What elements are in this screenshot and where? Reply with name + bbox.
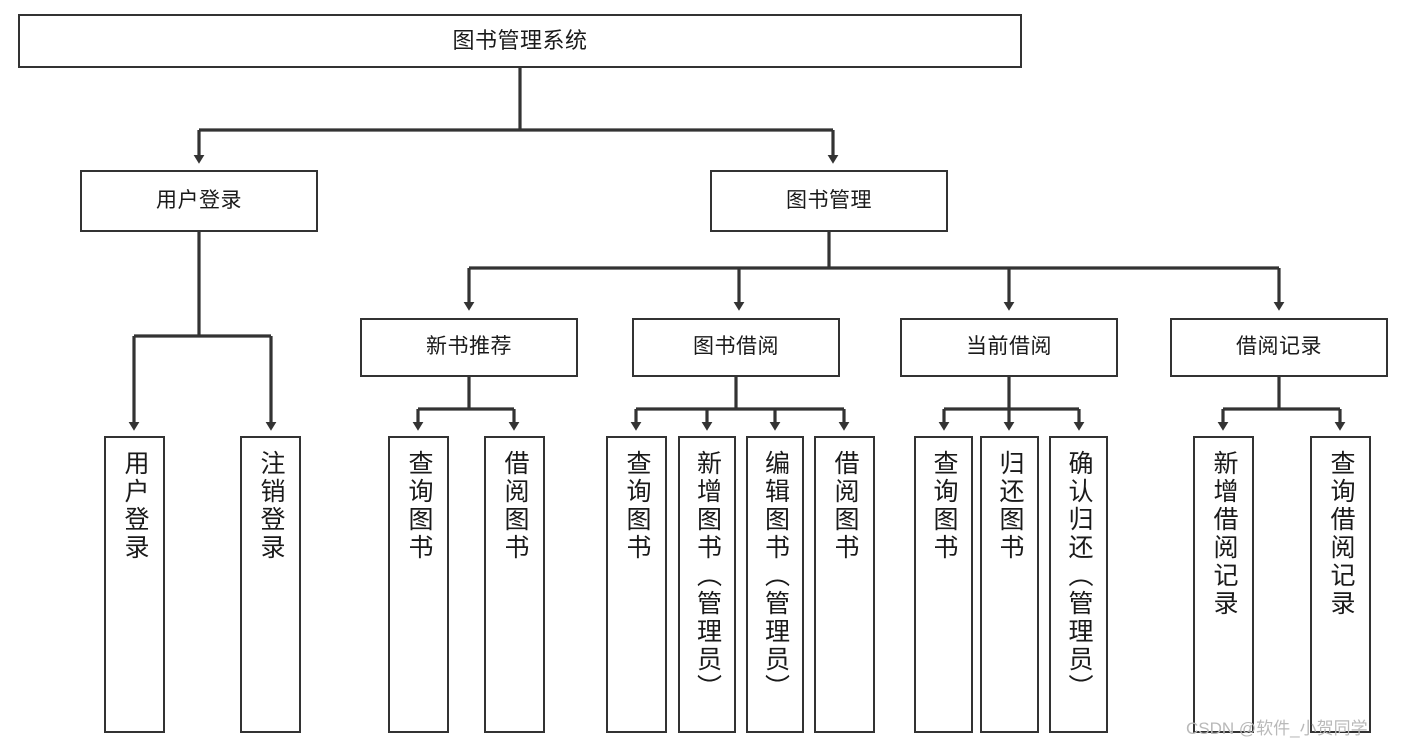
node-label: 借阅记录 bbox=[1236, 335, 1322, 359]
node-label: 用户登录 bbox=[121, 450, 149, 562]
node-label: 注销登录 bbox=[257, 450, 285, 562]
node-current-borrow[interactable]: 当前借阅 bbox=[900, 318, 1118, 377]
leaf-edit-book-admin[interactable]: 编辑图书（管理员） bbox=[746, 436, 804, 733]
node-book-management[interactable]: 图书管理 bbox=[710, 170, 948, 232]
leaf-borrow-book-recommendation[interactable]: 借阅图书 bbox=[484, 436, 545, 733]
node-label: 查询图书 bbox=[405, 450, 433, 562]
node-label: 编辑图书（管理员） bbox=[761, 450, 790, 702]
leaf-query-borrow-record[interactable]: 查询借阅记录 bbox=[1310, 436, 1371, 733]
node-label: 图书管理系统 bbox=[452, 28, 588, 54]
node-label: 确认归还（管理员） bbox=[1065, 450, 1093, 702]
leaf-return-book[interactable]: 归还图书 bbox=[980, 436, 1039, 733]
node-label: 新增借阅记录 bbox=[1210, 450, 1238, 618]
leaf-borrow-book[interactable]: 借阅图书 bbox=[814, 436, 875, 733]
node-label: 借阅图书 bbox=[831, 450, 859, 562]
leaf-user-login[interactable]: 用户登录 bbox=[104, 436, 165, 733]
node-label: 归还图书 bbox=[996, 450, 1024, 562]
node-label: 查询借阅记录 bbox=[1327, 450, 1355, 618]
node-label: 新增图书（管理员） bbox=[693, 450, 722, 702]
leaf-query-book-current[interactable]: 查询图书 bbox=[914, 436, 973, 733]
node-label: 图书借阅 bbox=[693, 335, 779, 359]
node-label: 当前借阅 bbox=[966, 335, 1052, 359]
node-book-borrow[interactable]: 图书借阅 bbox=[632, 318, 840, 377]
leaf-query-book-recommendation[interactable]: 查询图书 bbox=[388, 436, 449, 733]
leaf-add-book-admin[interactable]: 新增图书（管理员） bbox=[678, 436, 736, 733]
node-new-book-recommendation[interactable]: 新书推荐 bbox=[360, 318, 578, 377]
node-label: 新书推荐 bbox=[426, 335, 512, 359]
node-user-login[interactable]: 用户登录 bbox=[80, 170, 318, 232]
leaf-user-logout[interactable]: 注销登录 bbox=[240, 436, 301, 733]
leaf-add-borrow-record[interactable]: 新增借阅记录 bbox=[1193, 436, 1254, 733]
node-label: 用户登录 bbox=[156, 188, 242, 212]
node-label: 图书管理 bbox=[786, 188, 872, 212]
leaf-query-book-borrow[interactable]: 查询图书 bbox=[606, 436, 667, 733]
node-label: 查询图书 bbox=[623, 450, 651, 562]
node-borrow-record[interactable]: 借阅记录 bbox=[1170, 318, 1388, 377]
node-root-book-management-system[interactable]: 图书管理系统 bbox=[18, 14, 1022, 68]
node-label: 借阅图书 bbox=[501, 450, 529, 562]
node-label: 查询图书 bbox=[930, 450, 958, 562]
watermark-text: CSDN @软件_小贺同学 bbox=[1186, 719, 1368, 738]
leaf-confirm-return-admin[interactable]: 确认归还（管理员） bbox=[1049, 436, 1108, 733]
